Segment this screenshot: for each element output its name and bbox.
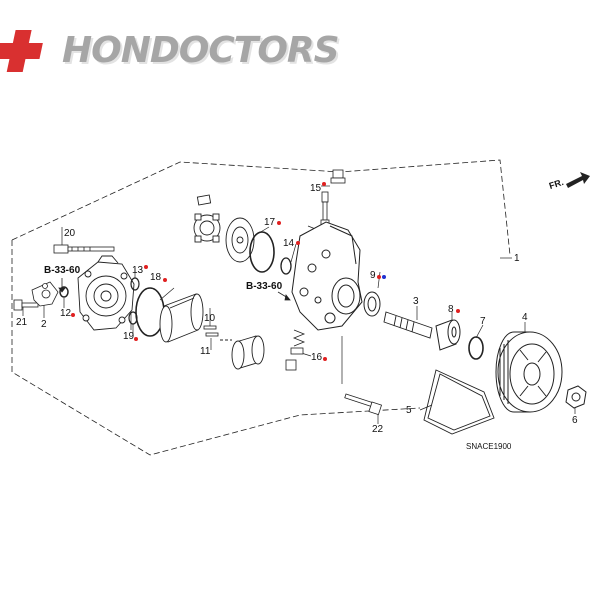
o-ring-14 (280, 257, 292, 275)
callout-15: 15 (310, 183, 322, 194)
nut-6 (565, 385, 587, 409)
logo-cross-icon (0, 30, 43, 72)
shaft-3 (383, 311, 433, 339)
rotor-cylinder (220, 335, 265, 370)
bracket-2 (31, 281, 59, 307)
callout-12: 12 (60, 308, 72, 319)
reference-arrows (58, 278, 291, 301)
callout-3: 3 (413, 296, 419, 307)
marker-17 (277, 221, 281, 225)
front-arrow-icon (566, 172, 590, 188)
callout-2: 2 (41, 319, 47, 330)
bolt-20 (53, 244, 115, 254)
marker-14 (296, 241, 300, 245)
pump-cover (77, 255, 135, 331)
o-ring-17 (249, 231, 275, 273)
o-ring-13 (130, 277, 140, 291)
rotor-vanes (193, 194, 221, 243)
callout-16: 16 (311, 352, 323, 363)
callout-20: 20 (64, 228, 76, 239)
marker-8 (456, 309, 460, 313)
callout-14: 14 (283, 238, 295, 249)
callout-8: 8 (448, 304, 454, 315)
callout-10: 10 (204, 313, 216, 324)
bearing-8 (435, 319, 461, 351)
spring-lower (285, 329, 306, 371)
callout-17: 17 (264, 217, 276, 228)
bolt-21 (13, 299, 39, 311)
valve-fitting-15 (320, 169, 346, 227)
reference-label-2: B-33-60 (246, 281, 283, 292)
marker-18 (163, 278, 167, 282)
callout-7: 7 (480, 316, 486, 327)
callout-22: 22 (372, 424, 384, 435)
callout-21: 21 (16, 317, 28, 328)
marker-16 (323, 357, 327, 361)
callout-5: 5 (406, 405, 412, 416)
cam-ring (159, 293, 204, 343)
belt-5 (423, 369, 495, 435)
pulley-4 (495, 331, 563, 413)
marker-12 (71, 313, 75, 317)
reference-label-1: B-33-60 (44, 265, 81, 276)
marker-15 (322, 182, 326, 186)
callout-18: 18 (150, 272, 162, 283)
marker-9-blue (382, 275, 386, 279)
callout-9: 9 (370, 270, 376, 281)
callout-1: 1 (514, 253, 520, 264)
diagram-code: SNACE1900 (466, 442, 512, 451)
marker-13 (144, 265, 148, 269)
bolt-22 (344, 393, 383, 416)
callout-19: 19 (123, 331, 135, 342)
pins-10-11 (203, 325, 219, 337)
marker-19 (134, 337, 138, 341)
callout-13: 13 (132, 265, 144, 276)
snap-ring-7 (468, 336, 484, 360)
logo-text: HONDOCTORS (62, 30, 340, 71)
callout-4: 4 (522, 312, 528, 323)
oil-seal-9 (363, 291, 381, 317)
marker-9-red (377, 275, 381, 279)
o-ring-12 (59, 286, 69, 298)
pump-body (291, 221, 363, 331)
callout-11: 11 (200, 346, 211, 357)
side-plate (225, 217, 255, 263)
callout-6: 6 (572, 415, 578, 426)
